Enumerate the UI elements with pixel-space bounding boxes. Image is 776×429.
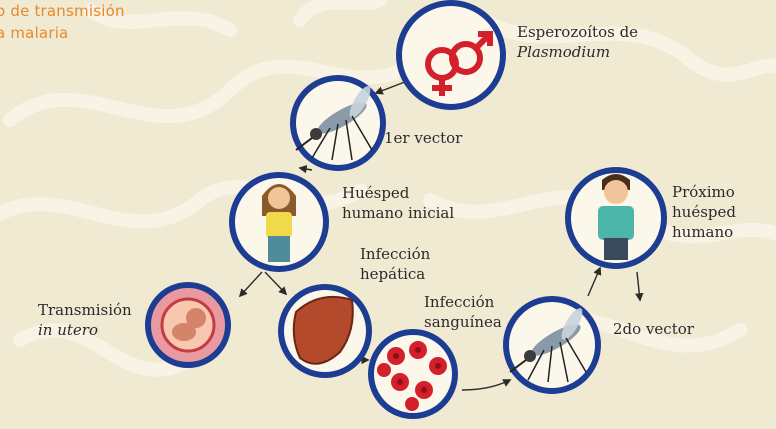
label-blood-infection: Infección sanguínea (424, 292, 502, 332)
node-liver-infection (281, 287, 369, 375)
label-next-host: Próximo huésped humano (672, 182, 736, 242)
arrow-next-host-down (637, 272, 640, 300)
node-blood-infection (371, 332, 455, 416)
arrow-blood-to-vector (462, 380, 510, 390)
label-second-vector: 2do vector (613, 319, 694, 339)
node-initial-host (232, 175, 326, 269)
arrow-host-to-liver (265, 272, 286, 294)
node-sporozoites (399, 3, 503, 107)
node-second-vector (506, 299, 598, 391)
arrow-host-to-utero (240, 272, 262, 296)
node-next-host (568, 170, 664, 266)
label-initial-host: Huésped humano inicial (342, 183, 454, 223)
label-liver-infection: Infección hepática (360, 244, 430, 284)
diagram-title-line2: a malaria (0, 24, 68, 42)
node-in-utero (148, 285, 228, 365)
arrow-vector-to-host (300, 168, 312, 170)
node-first-vector (293, 78, 383, 168)
label-first-vector: 1er vector (384, 128, 462, 148)
diagram-title-line1: o de transmisión (0, 2, 125, 20)
label-sporozoites: Esperozoítos de Plasmodium (517, 22, 638, 62)
label-in-utero: Transmisión in utero (38, 300, 132, 340)
arrow-vector-to-next-host (588, 268, 600, 296)
